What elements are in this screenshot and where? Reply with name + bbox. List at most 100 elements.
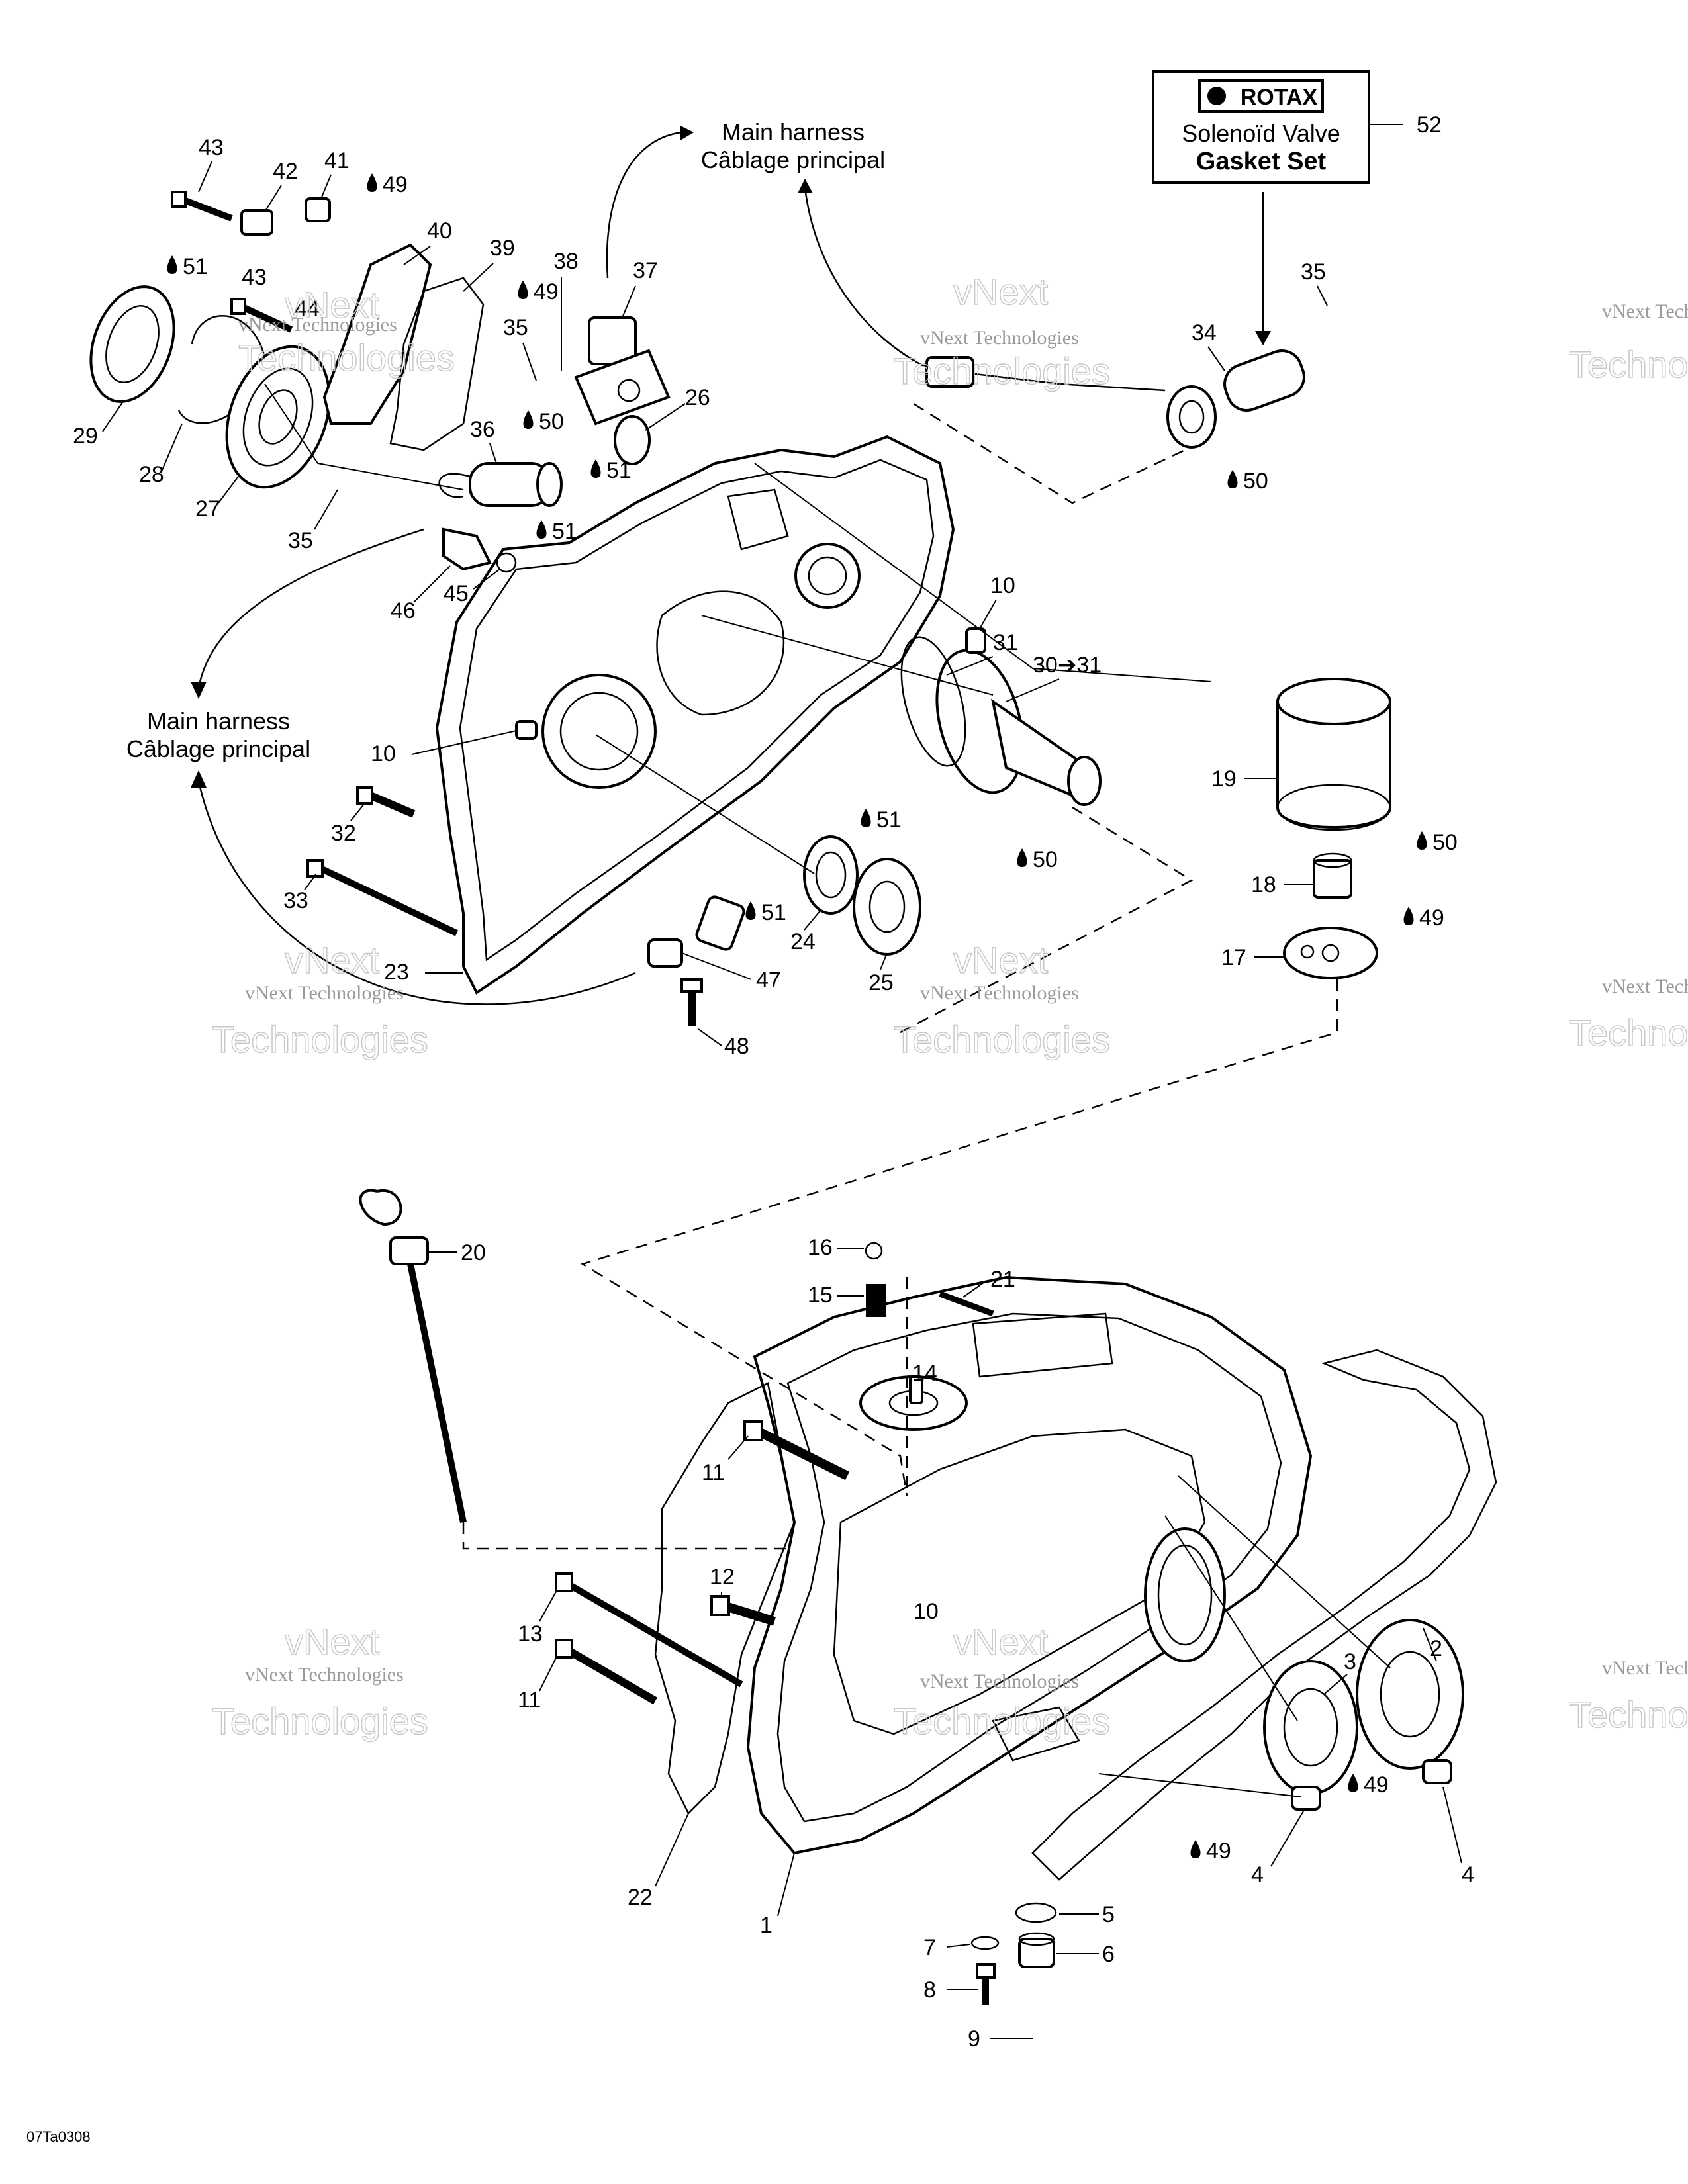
oil-seal-29: [89, 285, 175, 403]
seal-24: [803, 835, 859, 915]
svg-text:49: 49: [534, 279, 559, 304]
svg-text:Technologies: Technologies: [894, 350, 1110, 392]
callout-3: 3: [1344, 1649, 1356, 1674]
rotax-line-1: Solenoïd Valve: [1182, 120, 1340, 147]
callout-6: 6: [1102, 1942, 1115, 1967]
callout-35-right: 35: [1301, 259, 1326, 285]
callout-14: 14: [912, 1361, 937, 1386]
bolt-43-lower: [230, 298, 293, 333]
washer-7: [970, 1936, 1000, 1950]
callout-7: 7: [923, 1935, 936, 1960]
callout-35-lower: 35: [288, 528, 313, 553]
callout-11-lower: 11: [518, 1688, 541, 1713]
svg-text:Câblage principal: Câblage principal: [126, 735, 310, 762]
plate-17: [1283, 927, 1378, 979]
bolt-32: [356, 786, 416, 818]
callout-31: 31: [993, 630, 1018, 655]
plug-41: [305, 197, 331, 222]
svg-text:vNext: vNext: [285, 284, 380, 326]
svg-text:51: 51: [761, 900, 786, 925]
harness-label-left: Main harness Câblage principal: [126, 528, 636, 1005]
assembly-lines: [264, 383, 1391, 1797]
lube-50-solenoid: 50: [523, 409, 564, 434]
lube-51-sender: 51: [536, 519, 577, 544]
lube-49-sensor: 49: [518, 279, 559, 304]
callouts: 43 42 41 40 39 38 37 43 44 35 26 36 29 2…: [73, 135, 1474, 2052]
svg-text:vNext Technologies: vNext Technologies: [245, 1664, 404, 1686]
bolt-48: [680, 978, 703, 1026]
fitting-18: [1313, 852, 1352, 899]
callout-8: 8: [923, 1978, 936, 2003]
callout-33: 33: [283, 888, 308, 913]
callout-4-right: 4: [1462, 1862, 1474, 1888]
clutch-cover: [435, 435, 955, 995]
crankcase: [746, 1275, 1313, 1855]
svg-text:vNext: vNext: [285, 939, 380, 981]
svg-text:49: 49: [1419, 905, 1444, 931]
svg-text:vNext Technologies: vNext Technologies: [245, 982, 404, 1004]
svg-text:Technologies: Technologies: [212, 1700, 428, 1742]
bolt-33: [306, 859, 459, 936]
svg-text:vNext Technologies: vNext Technologies: [920, 327, 1079, 349]
callout-25: 25: [868, 970, 894, 995]
svg-text:50: 50: [1033, 847, 1058, 872]
svg-text:Technologies: Technologies: [1569, 1694, 1688, 1735]
lube-49-top: 49: [367, 172, 408, 197]
svg-text:Technologies: Technologies: [894, 1019, 1110, 1060]
solenoid-34: [925, 349, 1305, 449]
bolt-12: [710, 1595, 776, 1626]
svg-text:Main harness: Main harness: [722, 118, 865, 146]
sensor-37: [574, 316, 671, 426]
svg-text:50: 50: [1432, 830, 1458, 855]
oil-filter-19: [1276, 678, 1391, 831]
svg-text:vNext Technologies: vNext Technologies: [920, 1670, 1079, 1692]
callout-4-left: 4: [1251, 1862, 1264, 1888]
svg-text:50: 50: [1243, 469, 1268, 494]
lube-50-shaft: 50: [1017, 847, 1058, 872]
callout-48: 48: [724, 1034, 749, 1059]
callout-19: 19: [1211, 766, 1237, 792]
svg-text:vNext Technologies: vNext Technologies: [1602, 300, 1688, 322]
lube-49-plug-right: 49: [1348, 1772, 1389, 1797]
svg-text:vNext: vNext: [953, 271, 1049, 312]
callout-23: 23: [384, 960, 409, 985]
callout-10-left: 10: [371, 741, 396, 766]
svg-text:Technologies: Technologies: [894, 1700, 1110, 1742]
callout-37: 37: [633, 258, 658, 283]
svg-text:vNext: vNext: [953, 1621, 1049, 1662]
bolt-21: [939, 1291, 994, 1317]
harness-label-top: Main harness Câblage principal: [606, 118, 934, 372]
callout-30: 30➔31: [1033, 653, 1102, 678]
rotax-gasket-set-box: ROTAX Solenoïd Valve Gasket Set 52: [1152, 70, 1442, 345]
callout-16: 16: [808, 1235, 833, 1260]
bearing-25: [853, 858, 921, 956]
callout-9: 9: [968, 2026, 980, 2052]
solenoid-36: [438, 462, 563, 507]
callout-45: 45: [444, 581, 469, 606]
rotax-brand: ROTAX: [1241, 85, 1318, 110]
callout-34: 34: [1192, 320, 1217, 345]
bearing-2: [1356, 1619, 1464, 1770]
svg-text:51: 51: [552, 519, 577, 544]
callout-20: 20: [461, 1240, 486, 1265]
spring-15: [866, 1284, 886, 1317]
lube-50-filter: 50: [1417, 830, 1458, 855]
svg-text:vNext: vNext: [285, 1621, 380, 1662]
callout-43-lower: 43: [242, 265, 267, 290]
ball-16: [865, 1242, 883, 1260]
svg-text:49: 49: [383, 172, 408, 197]
callout-32: 32: [331, 821, 356, 846]
callout-36: 36: [470, 417, 495, 442]
svg-text:51: 51: [606, 458, 632, 483]
watermarks: vNext Technologies Technologies vNext vN…: [211, 270, 1688, 1743]
svg-text:Technologies: Technologies: [1569, 1012, 1688, 1054]
callout-10-upper: 10: [990, 573, 1015, 598]
lube-49-fitting: 49: [1403, 905, 1444, 931]
callout-11-upper: 11: [702, 1460, 725, 1485]
sensor-47: [647, 895, 745, 968]
callout-10-lower: 10: [914, 1599, 939, 1624]
callout-2: 2: [1430, 1636, 1442, 1661]
callout-47: 47: [756, 968, 781, 993]
dowel-10-upper: [965, 627, 986, 654]
